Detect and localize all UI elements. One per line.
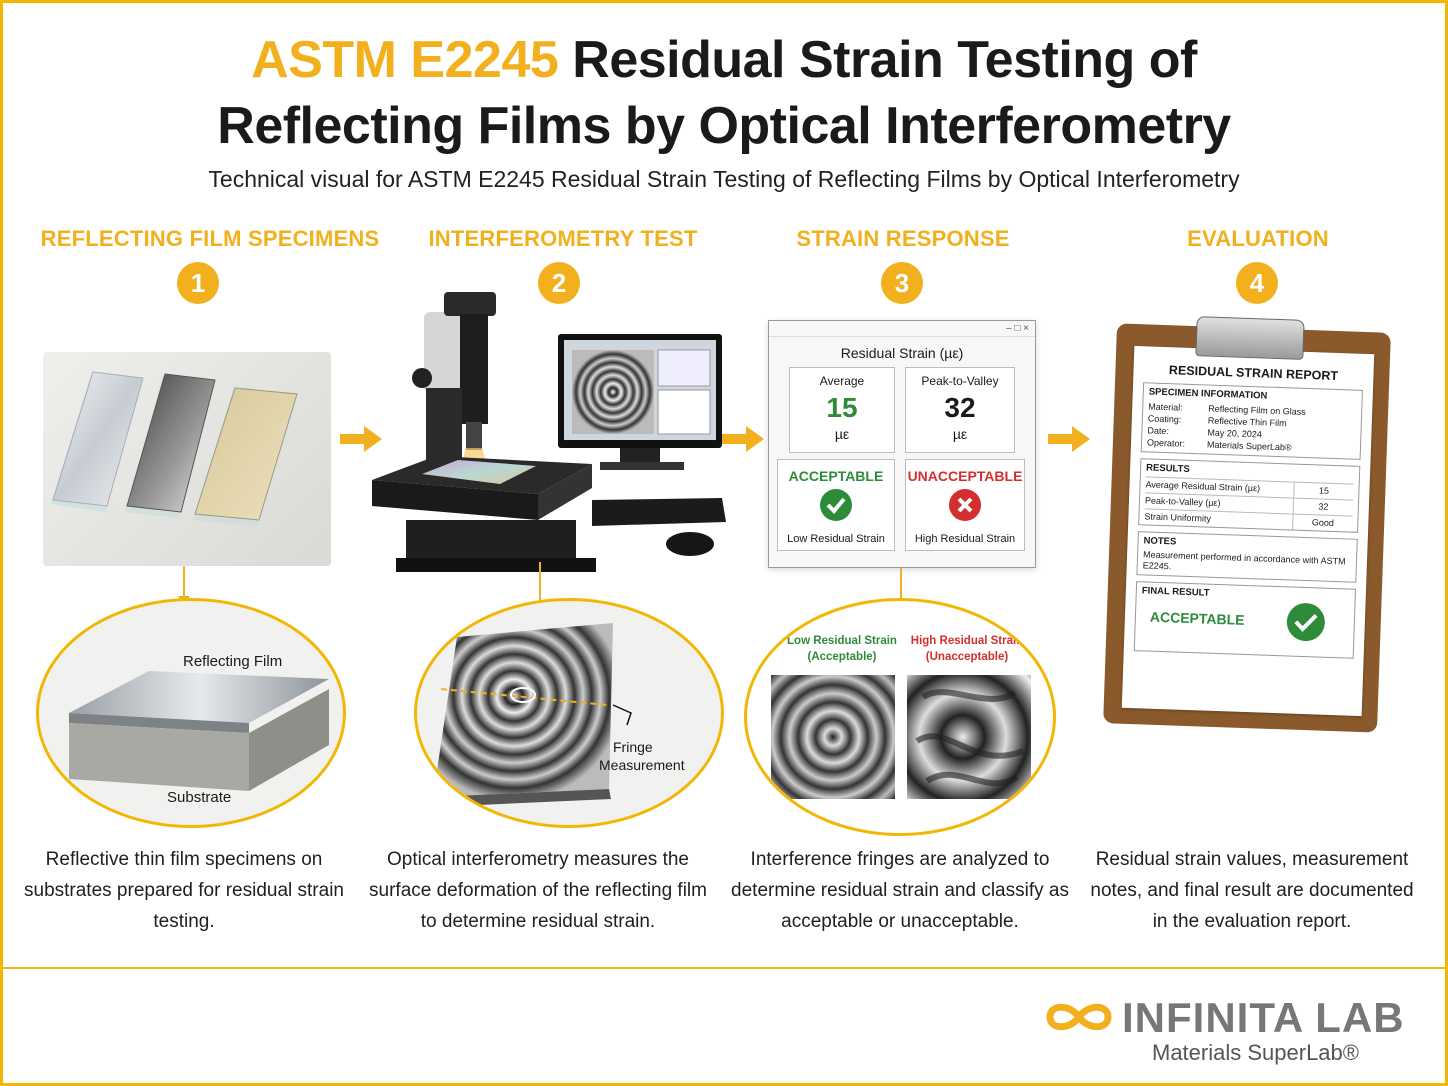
step-3-caption: Interference fringes are analyzed to det… — [731, 849, 1069, 932]
ptv-unit: µε — [952, 426, 968, 442]
acceptable-label: ACCEPTABLE — [788, 468, 884, 484]
arrow-right-icon-1 — [340, 426, 382, 452]
fringe-comparison-icon — [771, 675, 1031, 799]
residual-strain-window: – □ × Residual Strain (µε) Average 15 µε… — [768, 320, 1036, 568]
film-label: Reflecting Film — [183, 653, 283, 670]
unacceptable-sub: High Residual Strain — [914, 533, 1016, 545]
final-result-value: ACCEPTABLE — [1149, 608, 1245, 628]
info-key: Operator: — [1146, 437, 1186, 449]
notes-text: Measurement performed in accordance with… — [1142, 549, 1346, 572]
clipboard-clamp-icon — [1195, 316, 1305, 360]
specimens-photo — [43, 352, 331, 566]
substrate-label: Substrate — [167, 789, 232, 806]
step-3-label: STRAIN RESPONSE — [796, 226, 1010, 251]
final-result-heading: FINAL RESULT — [1141, 585, 1210, 599]
result-value: Good — [1292, 514, 1353, 532]
report-title: RESIDUAL STRAIN REPORT — [1168, 363, 1339, 384]
unacceptable-label: UNACCEPTABLE — [907, 468, 1023, 484]
step-2-caption: Optical interferometry measures the surf… — [369, 849, 707, 932]
title-accent: ASTM E2245 — [251, 31, 559, 89]
step-3-number: 3 — [881, 262, 923, 304]
info-value: Materials SuperLab® — [1206, 439, 1292, 453]
fringe-label-1: Fringe — [613, 739, 653, 755]
specimen-slides-icon — [51, 371, 298, 526]
infinity-logo-icon — [1046, 1003, 1112, 1031]
peak-to-valley-box: Peak-to-Valley 32 µε — [905, 367, 1015, 453]
strain-comparison-circle: Low Residual Strain (Acceptable) High Re… — [744, 598, 1056, 836]
result-value: 32 — [1292, 498, 1354, 516]
fringe-measurement-circle: Fringe Measurement — [414, 598, 724, 828]
notes-section: NOTES Measurement performed in accordanc… — [1136, 531, 1358, 583]
results-section: RESULTS Average Residual Strain (µε)15 P… — [1138, 458, 1361, 533]
step-4-label: EVALUATION — [1187, 226, 1329, 251]
acceptable-box: ACCEPTABLE Low Residual Strain — [777, 459, 895, 551]
specimen-info-section: SPECIMEN INFORMATION Material:Reflecting… — [1140, 382, 1363, 460]
average-unit: µε — [834, 426, 850, 442]
page-title-line-1: ASTM E2245 Residual Strain Testing of — [0, 28, 1448, 92]
step-1-label: REFLECTING FILM SPECIMENS — [40, 226, 380, 251]
high-strain-label-2: (Unacceptable) — [925, 651, 1009, 663]
arrow-right-icon-3 — [1048, 426, 1090, 452]
high-strain-label-1: High Residual Strain — [910, 635, 1024, 647]
report-paper: RESIDUAL STRAIN REPORT SPECIMEN INFORMAT… — [1121, 345, 1375, 717]
average-strain-box: Average 15 µε — [789, 367, 895, 453]
page-title-line-2: Reflecting Films by Optical Interferomet… — [217, 97, 1231, 155]
step-4-number: 4 — [1236, 262, 1278, 304]
logo-wordmark: INFINITA LAB — [1122, 994, 1405, 1041]
result-value: 15 — [1293, 482, 1354, 500]
footer-divider — [3, 967, 1445, 969]
fringe-pattern-icon — [433, 623, 632, 807]
average-value: 15 — [826, 392, 858, 423]
step-1-number: 1 — [177, 262, 219, 304]
microscope-connector-line — [539, 562, 541, 602]
window-controls[interactable]: – □ × — [769, 321, 1035, 337]
fringe-label-2: Measurement — [599, 757, 685, 773]
step-4-caption: Residual strain values, measurement note… — [1090, 849, 1414, 932]
low-strain-label-2: (Acceptable) — [807, 651, 877, 663]
film-layer-icon — [69, 671, 329, 791]
page-subtitle: Technical visual for ASTM E2245 Residual… — [208, 166, 1240, 192]
average-label: Average — [819, 374, 865, 388]
step-2-label: INTERFEROMETRY TEST — [428, 226, 698, 251]
strain-window-title: Residual Strain (µε) — [840, 345, 964, 361]
checkmark-icon — [820, 489, 852, 521]
title-rest: Residual Strain Testing of — [558, 31, 1197, 89]
unacceptable-box: UNACCEPTABLE High Residual Strain — [905, 459, 1025, 551]
film-substrate-detail-circle: Reflecting Film Substrate — [36, 598, 346, 828]
ptv-label: Peak-to-Valley — [921, 374, 999, 388]
logo-tagline: Materials SuperLab® — [1152, 1040, 1359, 1065]
low-strain-label-1: Low Residual Strain — [787, 635, 897, 647]
ptv-value: 32 — [944, 392, 976, 423]
cross-icon — [949, 489, 981, 521]
step-1-caption: Reflective thin film specimens on substr… — [24, 849, 344, 932]
arrow-right-icon-2 — [722, 426, 764, 452]
window-connector-line — [900, 568, 902, 600]
final-result-section: FINAL RESULT ACCEPTABLE — [1133, 581, 1357, 659]
final-checkmark-icon — [1286, 603, 1325, 642]
acceptable-sub: Low Residual Strain — [787, 533, 885, 545]
step-2-number: 2 — [538, 262, 580, 304]
interferometer-setup-icon — [372, 292, 726, 572]
